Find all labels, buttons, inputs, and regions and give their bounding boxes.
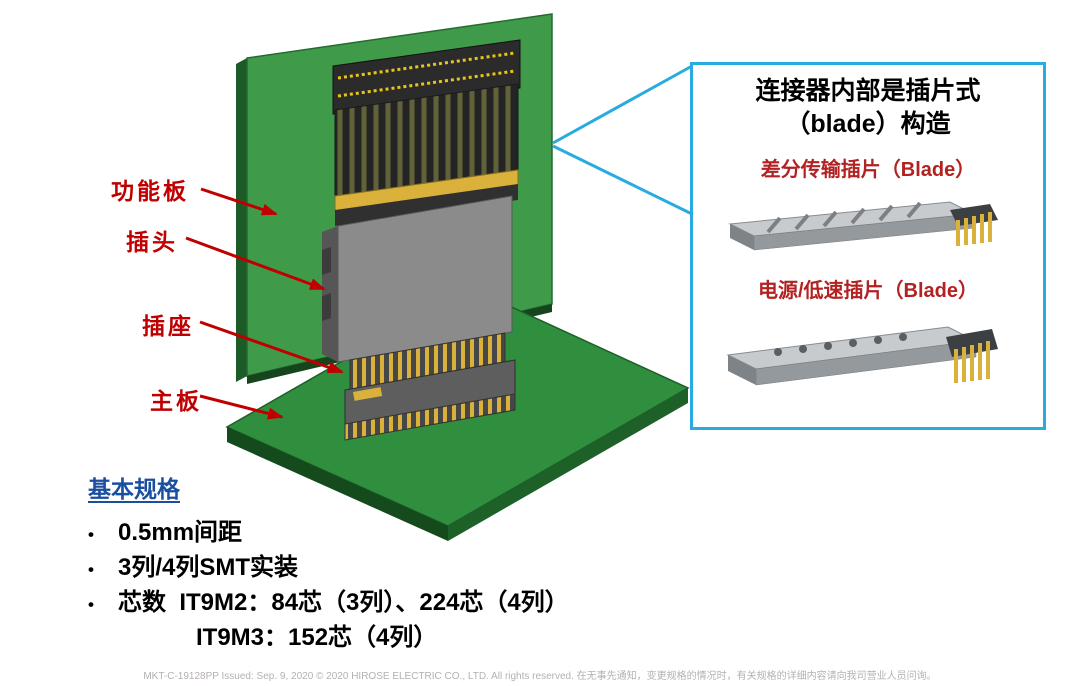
footer-note: MKT-C-19128PP Issued: Sep. 9, 2020 © 202… (143, 671, 937, 682)
callout-leader-line-top (552, 64, 693, 145)
callout-title-line1: 连接器内部是插片式 (755, 77, 981, 105)
spec-text-cores: 芯数 IT9M2：84芯（3列）、224芯（4列） (118, 589, 569, 616)
label-main-board: 主板 (150, 388, 202, 414)
plug-graphic (322, 195, 513, 363)
differential-blade-image (728, 201, 998, 251)
spec-bullet-item: • 0.5mm间距 (88, 512, 569, 547)
power-blade-image (726, 326, 998, 386)
callout-leader-line-bottom (552, 144, 693, 216)
arrow-plug-icon (185, 236, 326, 291)
label-arrows (185, 187, 344, 420)
arrow-socket-icon (199, 320, 344, 374)
arrow-main-board-icon (199, 394, 284, 420)
label-socket: 插座 (142, 313, 194, 339)
callout-title-line2: （blade）构造 (785, 110, 951, 138)
specs-section: 基本规格 • 0.5mm间距 • 3列/4列SMT实装 • 芯数 IT9M2：8… (88, 470, 569, 652)
spec-text-pitch: 0.5mm间距 (118, 519, 243, 546)
blade-stack-graphic (332, 39, 521, 226)
callout-leader-lines (552, 64, 693, 216)
bullet-icon: • (88, 525, 94, 544)
arrow-functional-board-icon (200, 187, 278, 216)
label-plug: 插头 (126, 229, 178, 255)
spec-bullet-item: • 芯数 IT9M2：84芯（3列）、224芯（4列） (88, 582, 569, 617)
bullet-icon: • (88, 560, 94, 579)
specs-heading: 基本规格 (88, 476, 180, 502)
spec-bullet-item: • 3列/4列SMT实装 (88, 547, 569, 582)
blade-label-differential: 差分传输插片（Blade） (760, 159, 976, 181)
spec-text-rows: 3列/4列SMT实装 (118, 554, 299, 581)
bullet-icon: • (88, 595, 94, 614)
label-functional-board: 功能板 (111, 178, 189, 204)
receptacle-graphic (344, 332, 516, 441)
spec-continuation: IT9M3：152芯（4列） (196, 624, 438, 651)
blade-label-power: 电源/低速插片（Blade） (757, 280, 979, 302)
callout-box: 连接器内部是插片式 （blade）构造 差分传输插片（Blade） 电源/低速插… (690, 62, 1046, 430)
callout-title: 连接器内部是插片式 （blade）构造 (693, 75, 1043, 141)
